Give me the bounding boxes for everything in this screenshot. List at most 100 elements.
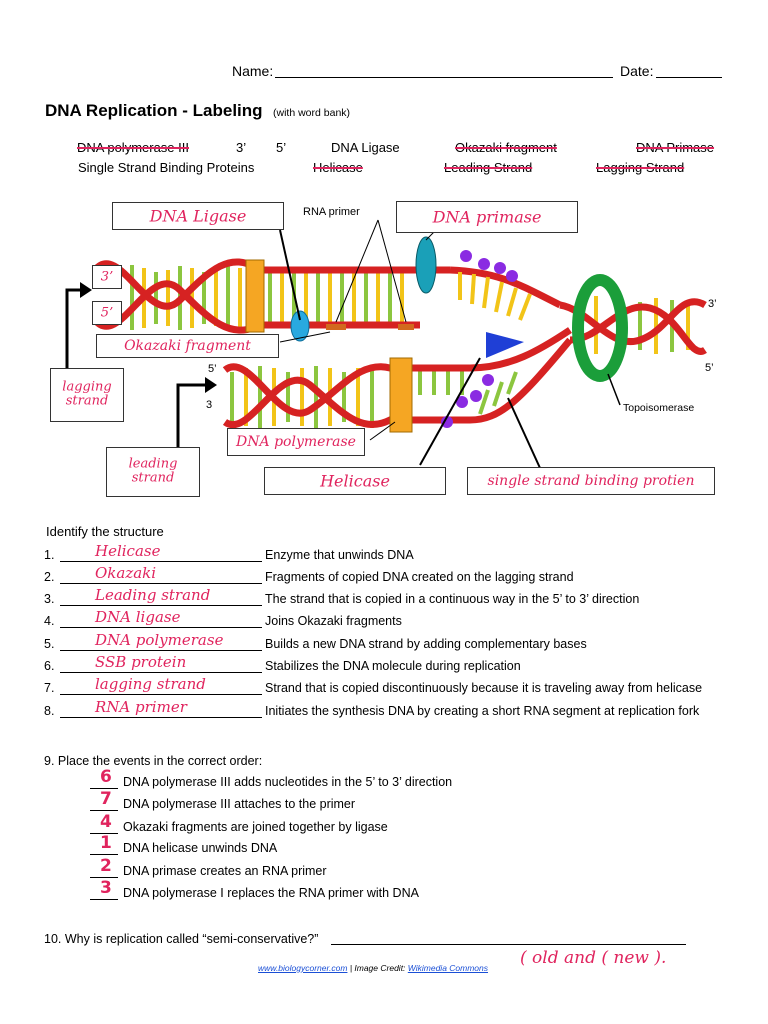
- identify-answer-line[interactable]: [60, 672, 262, 673]
- identify-number: 3.: [44, 592, 55, 606]
- order-event: DNA polymerase III attaches to the prime…: [123, 797, 356, 811]
- identify-answer-line[interactable]: [60, 583, 262, 584]
- title-main: DNA Replication - Labeling: [45, 101, 263, 120]
- rna-primer-shape: [326, 324, 346, 330]
- identify-answer-line[interactable]: [60, 605, 262, 606]
- order-event: DNA primase creates an RNA primer: [123, 864, 327, 878]
- topoisomerase-shape: [572, 274, 628, 382]
- label-box-lagging[interactable]: lagging strand: [50, 368, 124, 422]
- answer-lagging: lagging strand: [62, 379, 112, 409]
- dna-replication-diagram: [65, 219, 707, 469]
- label-box-dna-ligase[interactable]: DNA Ligase: [112, 202, 284, 230]
- identify-answer-line[interactable]: [60, 650, 262, 651]
- order-answer: 2: [100, 856, 112, 876]
- label-box-3prime[interactable]: 3’: [92, 265, 122, 289]
- upper-duplex-rungs: [130, 265, 404, 330]
- identify-description: Fragments of copied DNA created on the l…: [265, 570, 574, 584]
- upper-fork-arm: [449, 266, 562, 309]
- label-box-5prime[interactable]: 5’: [92, 301, 122, 325]
- identify-number: 5.: [44, 637, 55, 651]
- identify-number: 1.: [44, 548, 55, 562]
- order-answer-line[interactable]: [90, 833, 118, 834]
- rna-primer-label: RNA primer: [303, 206, 360, 218]
- identify-description: Enzyme that unwinds DNA: [265, 548, 414, 562]
- identify-answer: lagging strand: [95, 675, 206, 693]
- helicase-shape: [486, 332, 524, 358]
- footer-credit: Image Credit:: [354, 963, 406, 973]
- five-prime-right: 5’: [705, 362, 714, 374]
- five-prime-lower: 5’: [208, 363, 217, 375]
- label-box-dna-primase[interactable]: DNA primase: [396, 201, 578, 233]
- word-ssb: Single Strand Binding Proteins: [78, 160, 255, 175]
- footer: www.biologycorner.com | Image Credit: Wi…: [258, 963, 488, 973]
- identify-answer-line[interactable]: [60, 561, 262, 562]
- word-dna-ligase: DNA Ligase: [331, 140, 400, 155]
- parent-strand-a: [559, 298, 707, 346]
- identify-answer: SSB protein: [95, 653, 187, 671]
- word-okazaki: Okazaki fragment: [455, 140, 557, 155]
- order-event: DNA polymerase I replaces the RNA primer…: [123, 886, 419, 900]
- identify-description: Initiates the synthesis DNA by creating …: [265, 704, 700, 718]
- label-box-okazaki[interactable]: Okazaki fragment: [96, 334, 279, 358]
- name-field[interactable]: [275, 77, 613, 78]
- q10-answer: ( old and ( new ).: [520, 948, 667, 968]
- label-box-leading[interactable]: leading strand: [106, 447, 200, 497]
- identify-answer-line[interactable]: [60, 717, 262, 718]
- identify-number: 8.: [44, 704, 55, 718]
- word-dna-primase: DNA Primase: [636, 140, 715, 155]
- lower-new-strand: [222, 327, 572, 417]
- three-prime-right: 3’: [708, 298, 717, 310]
- word-5prime: 5’: [276, 140, 287, 155]
- order-answer: 4: [100, 812, 112, 832]
- rna-primer-shape-2: [398, 324, 414, 330]
- upper-template-strand: [92, 258, 450, 310]
- q10-answer-line[interactable]: [331, 944, 686, 945]
- identify-description: The strand that is copied in a continuou…: [265, 592, 640, 606]
- order-answer: 6: [100, 767, 112, 787]
- order-event: DNA helicase unwinds DNA: [123, 841, 278, 855]
- footer-source-link[interactable]: Wikimedia Commons: [407, 963, 489, 973]
- footer-separator: |: [347, 963, 355, 973]
- footer-site-link[interactable]: www.biologycorner.com: [258, 963, 348, 973]
- identify-answer: RNA primer: [95, 698, 187, 716]
- q10-prompt: 10. Why is replication called “semi-cons…: [44, 932, 319, 946]
- label-box-ssb[interactable]: single strand binding protien: [467, 467, 715, 495]
- order-answer: 1: [100, 833, 112, 853]
- answer-dna-primase: DNA primase: [432, 207, 542, 227]
- answer-dna-polymerase: DNA polymerase: [236, 434, 356, 450]
- order-answer-line[interactable]: [90, 854, 118, 855]
- order-prompt: 9. Place the events in the correct order…: [44, 754, 263, 768]
- three-prime-lower: 3: [206, 399, 213, 411]
- answer-5prime: 5’: [100, 305, 114, 321]
- word-helicase: Helicase: [313, 160, 363, 175]
- order-answer-line[interactable]: [90, 788, 118, 789]
- word-dna-polymerase: DNA polymerase III: [77, 140, 189, 155]
- order-answer-line[interactable]: [90, 899, 118, 900]
- leading-polymerase-shape: [389, 357, 413, 433]
- identify-answer: Okazaki: [95, 564, 157, 582]
- word-lagging: Lagging Strand: [596, 160, 685, 175]
- identify-description: Strand that is copied discontinuously be…: [265, 681, 703, 695]
- label-box-dna-polymerase[interactable]: DNA polymerase: [227, 428, 365, 456]
- answer-ssb: single strand binding protien: [487, 473, 695, 490]
- order-answer-line[interactable]: [90, 810, 118, 811]
- identify-number: 6.: [44, 659, 55, 673]
- date-field[interactable]: [656, 77, 722, 78]
- page-title: DNA Replication - Labeling (with word ba…: [45, 101, 350, 121]
- answer-dna-ligase: DNA Ligase: [149, 206, 247, 226]
- identify-answer-line[interactable]: [60, 694, 262, 695]
- word-leading: Leading Strand: [444, 160, 533, 175]
- identify-answer: Leading strand: [95, 586, 211, 604]
- order-answer: 7: [100, 789, 112, 809]
- title-sub: (with word bank): [273, 107, 351, 119]
- identify-number: 4.: [44, 614, 55, 628]
- word-3prime: 3’: [236, 140, 247, 155]
- label-box-helicase[interactable]: Helicase: [264, 467, 446, 495]
- order-event: Okazaki fragments are joined together by…: [123, 820, 388, 834]
- topoisomerase-label: Topoisomerase: [623, 402, 695, 414]
- order-answer-line[interactable]: [90, 877, 118, 878]
- identify-answer-line[interactable]: [60, 627, 262, 628]
- answer-3prime: 3’: [100, 269, 114, 285]
- identify-description: Joins Okazaki fragments: [265, 614, 402, 628]
- answer-okazaki: Okazaki fragment: [124, 338, 251, 354]
